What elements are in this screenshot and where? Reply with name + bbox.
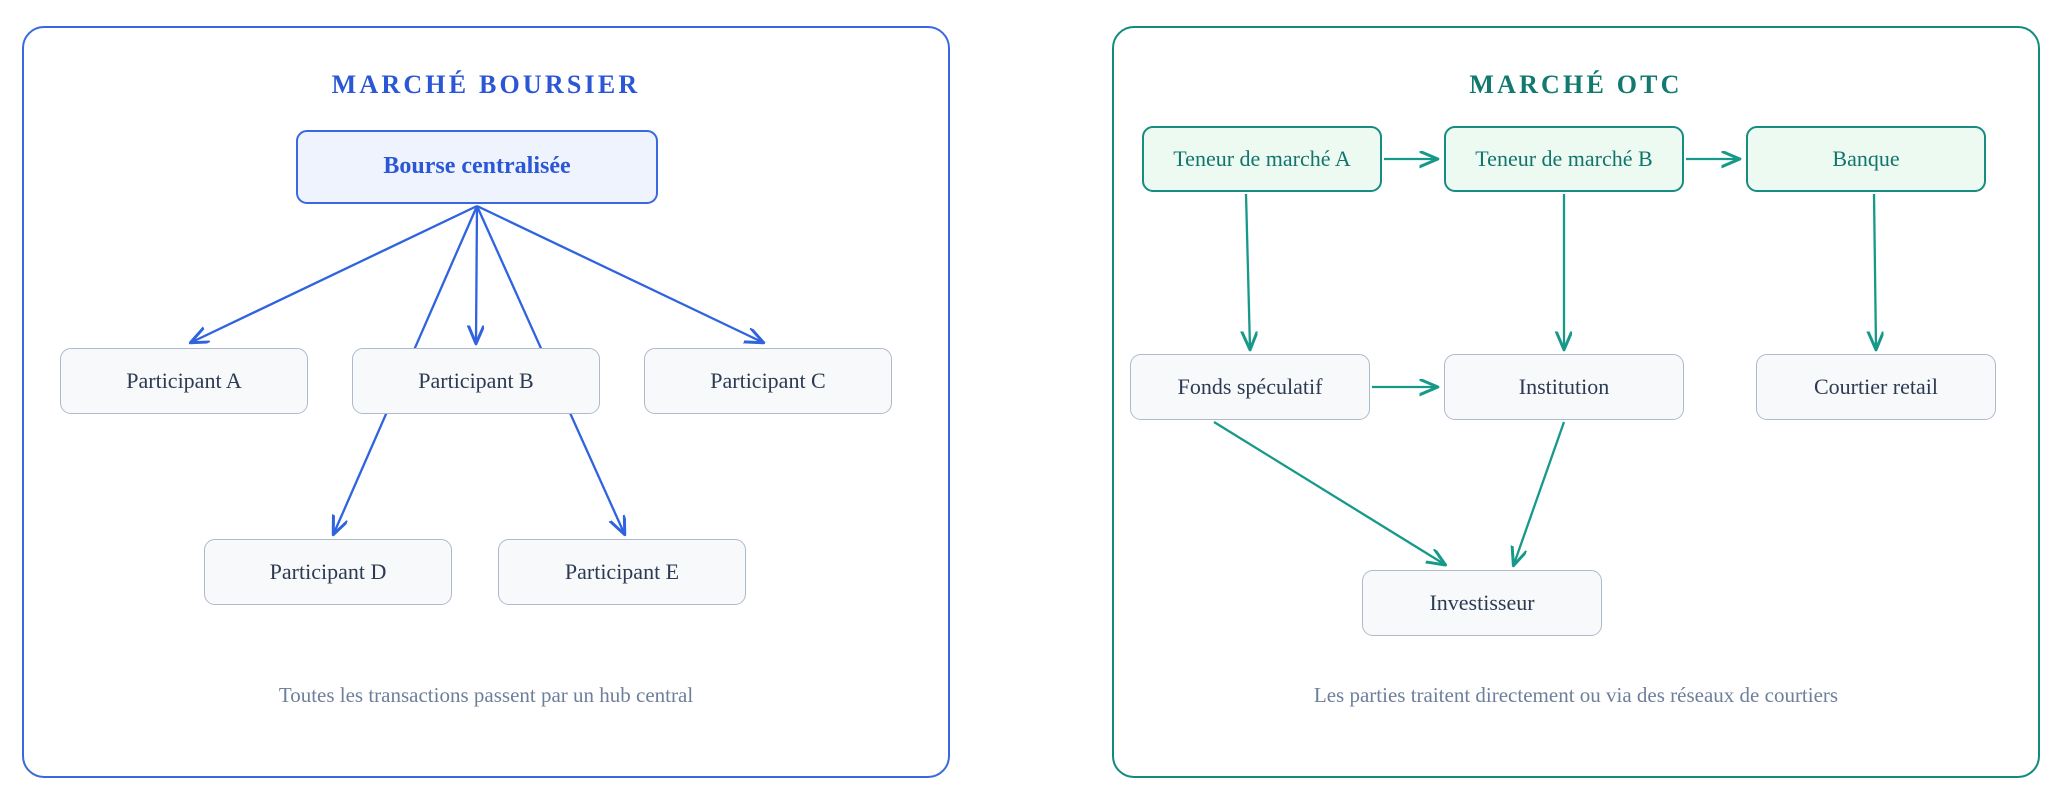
node-teneur-de-marche-b[interactable]: Teneur de marché B [1444,126,1684,192]
panel-title-otc: MARCHÉ OTC [1469,70,1683,99]
node-courtier-retail[interactable]: Courtier retail [1756,354,1996,420]
node-banque[interactable]: Banque [1746,126,1986,192]
panel-caption-exchange: Toutes les transactions passent par un h… [278,683,694,707]
node-teneur-de-marche-a[interactable]: Teneur de marché A [1142,126,1382,192]
panel-exchange-market: MARCHÉ BOURSIER Bourse centralisée Parti… [22,26,950,778]
panel-caption-otc: Les parties traitent directement ou via … [1313,683,1839,707]
edge-hub-to-participant-b [476,205,477,342]
edge-hub-to-participant-a [192,204,478,342]
node-participant-b[interactable]: Participant B [352,348,600,414]
panel-title-exchange: MARCHÉ BOURSIER [331,70,641,99]
node-participant-c[interactable]: Participant C [644,348,892,414]
edge-fonds-to-investisseur [1213,421,1444,564]
edge-hub-to-participant-c [476,204,762,342]
node-bourse-centralisee[interactable]: Bourse centralisée [296,130,658,204]
node-fonds-speculatif[interactable]: Fonds spéculatif [1130,354,1370,420]
edge-institution-to-investisseur [1514,421,1566,564]
node-investisseur[interactable]: Investisseur [1362,570,1602,636]
panel-otc-market: MARCHÉ OTC Teneur d [1112,26,2040,778]
node-participant-a[interactable]: Participant A [60,348,308,414]
node-participant-d[interactable]: Participant D [204,539,452,605]
node-institution[interactable]: Institution [1444,354,1684,420]
node-participant-e[interactable]: Participant E [498,539,746,605]
edge-mmA-to-fonds [1246,193,1250,348]
edge-banque-to-courtier [1874,193,1876,348]
